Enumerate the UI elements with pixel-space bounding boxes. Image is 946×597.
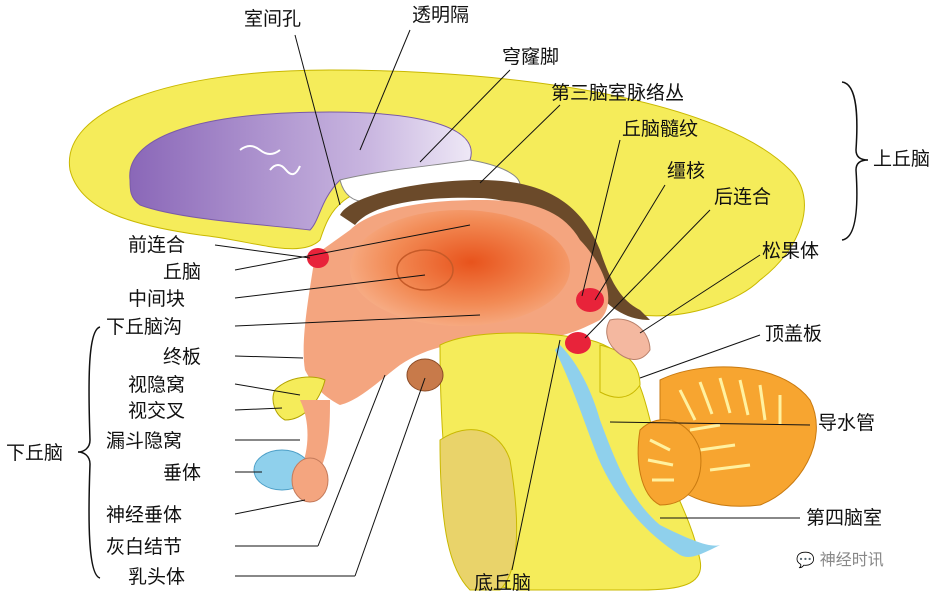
label-anterior-commissure: 前连合	[128, 234, 186, 256]
label-pineal-body: 松果体	[762, 240, 820, 262]
label-hypophysis: 垂体	[163, 462, 202, 484]
aqueduct-channel	[555, 345, 720, 557]
label-hypothalamus: 下丘脑	[6, 442, 64, 464]
hypothalamus-brace	[77, 326, 101, 579]
label-lamina-terminalis: 终板	[163, 346, 202, 368]
epithalamus-brace	[841, 81, 869, 241]
mammillary-shape	[406, 358, 444, 392]
watermark-text: 神经时讯	[819, 550, 884, 569]
choroid-plexus-band	[340, 180, 650, 320]
pons	[439, 429, 518, 591]
label-stria-medullaris: 丘脑髓纹	[622, 118, 699, 140]
neurohypophysis-shape	[291, 457, 329, 503]
label-neurohypophysis: 神经垂体	[106, 504, 183, 526]
label-tuber-cinereum: 灰白结节	[106, 536, 183, 558]
label-hypothalamic-sulcus: 下丘脑沟	[106, 316, 183, 338]
label-choroid-plexus: 第三脑室脉络丛	[551, 82, 685, 104]
label-tectal-plate: 顶盖板	[765, 323, 823, 345]
chat-bubble-icon: 💬	[796, 551, 815, 569]
label-septum-pellucidum: 透明隔	[412, 4, 470, 26]
label-optic-recess: 视隐窝	[128, 374, 186, 396]
label-mammillary-body: 乳头体	[128, 566, 186, 588]
label-subthalamus: 底丘脑	[474, 572, 532, 594]
label-fornix-crus: 穹窿脚	[502, 46, 560, 68]
label-epithalamus: 上丘脑	[873, 148, 931, 170]
anterior-commissure-mark	[307, 248, 329, 268]
posterior-commissure-mark	[565, 332, 591, 354]
label-cerebral-aqueduct: 导水管	[818, 412, 876, 434]
label-infundibular-recess: 漏斗隐窝	[106, 430, 183, 452]
label-optic-chiasm: 视交叉	[128, 400, 186, 422]
label-thalamus: 丘脑	[163, 261, 202, 283]
watermark: 💬 神经时讯	[796, 546, 884, 570]
cerebellum	[637, 366, 817, 507]
label-interthalamic-adhesion: 中间块	[128, 288, 186, 310]
label-fourth-ventricle: 第四脑室	[806, 507, 883, 529]
label-habenular-nucleus: 缰核	[667, 160, 706, 182]
label-interventricular-foramen: 室间孔	[244, 8, 302, 30]
thalamus-body	[350, 210, 570, 326]
ventricle-markings	[239, 145, 301, 176]
label-posterior-commissure: 后连合	[714, 186, 772, 208]
pineal-shape	[606, 318, 651, 360]
infundibulum	[300, 400, 330, 470]
interthalamic-adhesion-shape	[396, 249, 454, 291]
leader-lines	[214, 29, 811, 577]
